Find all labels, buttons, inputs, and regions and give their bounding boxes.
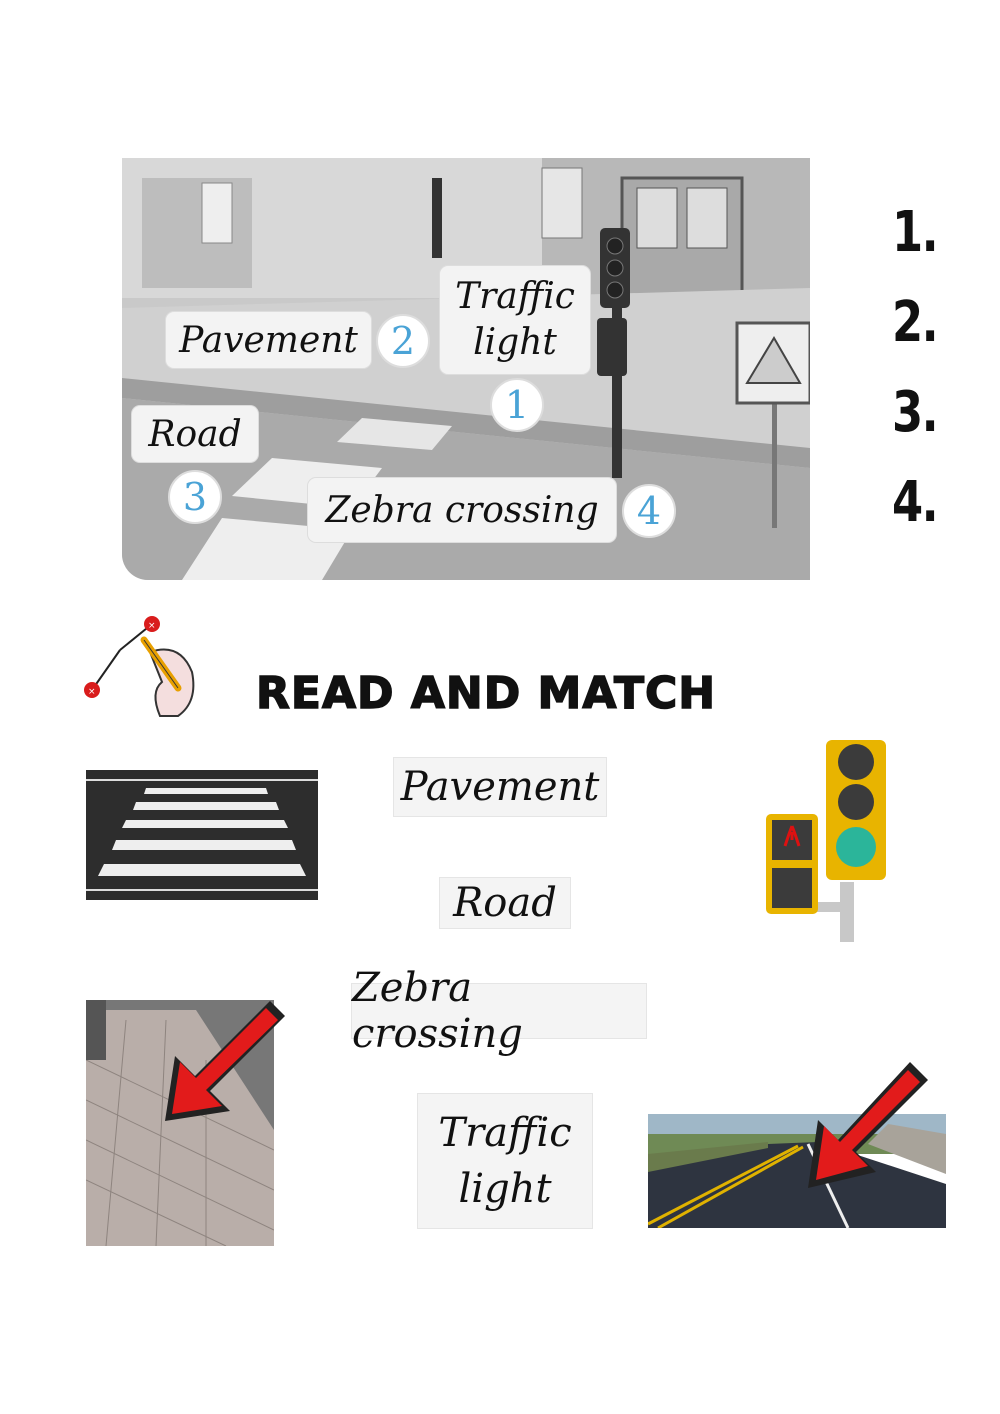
scene-label-traffic-line1: Traffic [455,276,575,317]
word-card-traffic-line2: light [458,1166,552,1212]
red-arrow-icon-road [804,1060,932,1192]
scene-label-pavement: Pavement [166,312,371,368]
road-photo [648,1114,946,1228]
red-arrow-icon-pavement [160,996,290,1126]
answer-number-2: 2. [892,290,939,355]
word-card-road[interactable]: Road [440,878,570,928]
scene-label-zebra-crossing: Zebra crossing [308,478,616,542]
answer-number-4: 4. [892,470,939,535]
scene-number-pavement: 2 [376,314,430,368]
street-scene-illustration: Pavement 2 Traffic light 1 Road 3 Zebra … [122,158,810,580]
svg-text:×: × [88,687,96,697]
scene-number-zebra-crossing: 4 [622,484,676,538]
word-card-traffic-line1: Traffic [438,1110,572,1156]
word-card-zebra-crossing[interactable]: Zebra crossing [352,965,646,1057]
scene-label-traffic-light: Traffic light [440,266,590,374]
zebra-crossing-photo [86,770,318,900]
word-card-pavement[interactable]: Pavement [394,758,606,816]
answer-number-1: 1. [892,200,939,265]
pencil-hand-matching-icon: × × [80,612,200,722]
word-card-traffic-light[interactable]: Traffic light [418,1094,592,1228]
scene-number-traffic-light: 1 [490,378,544,432]
scene-number-road: 3 [168,470,222,524]
activity-title: READ AND MATCH [255,667,717,720]
answer-number-3: 3. [892,380,939,445]
scene-label-road: Road [132,406,258,462]
svg-text:×: × [148,621,156,631]
answer-number-list: 1. 2. 3. 4. [892,188,972,548]
scene-label-traffic-line2: light [473,322,557,363]
traffic-light-photo [762,732,892,942]
